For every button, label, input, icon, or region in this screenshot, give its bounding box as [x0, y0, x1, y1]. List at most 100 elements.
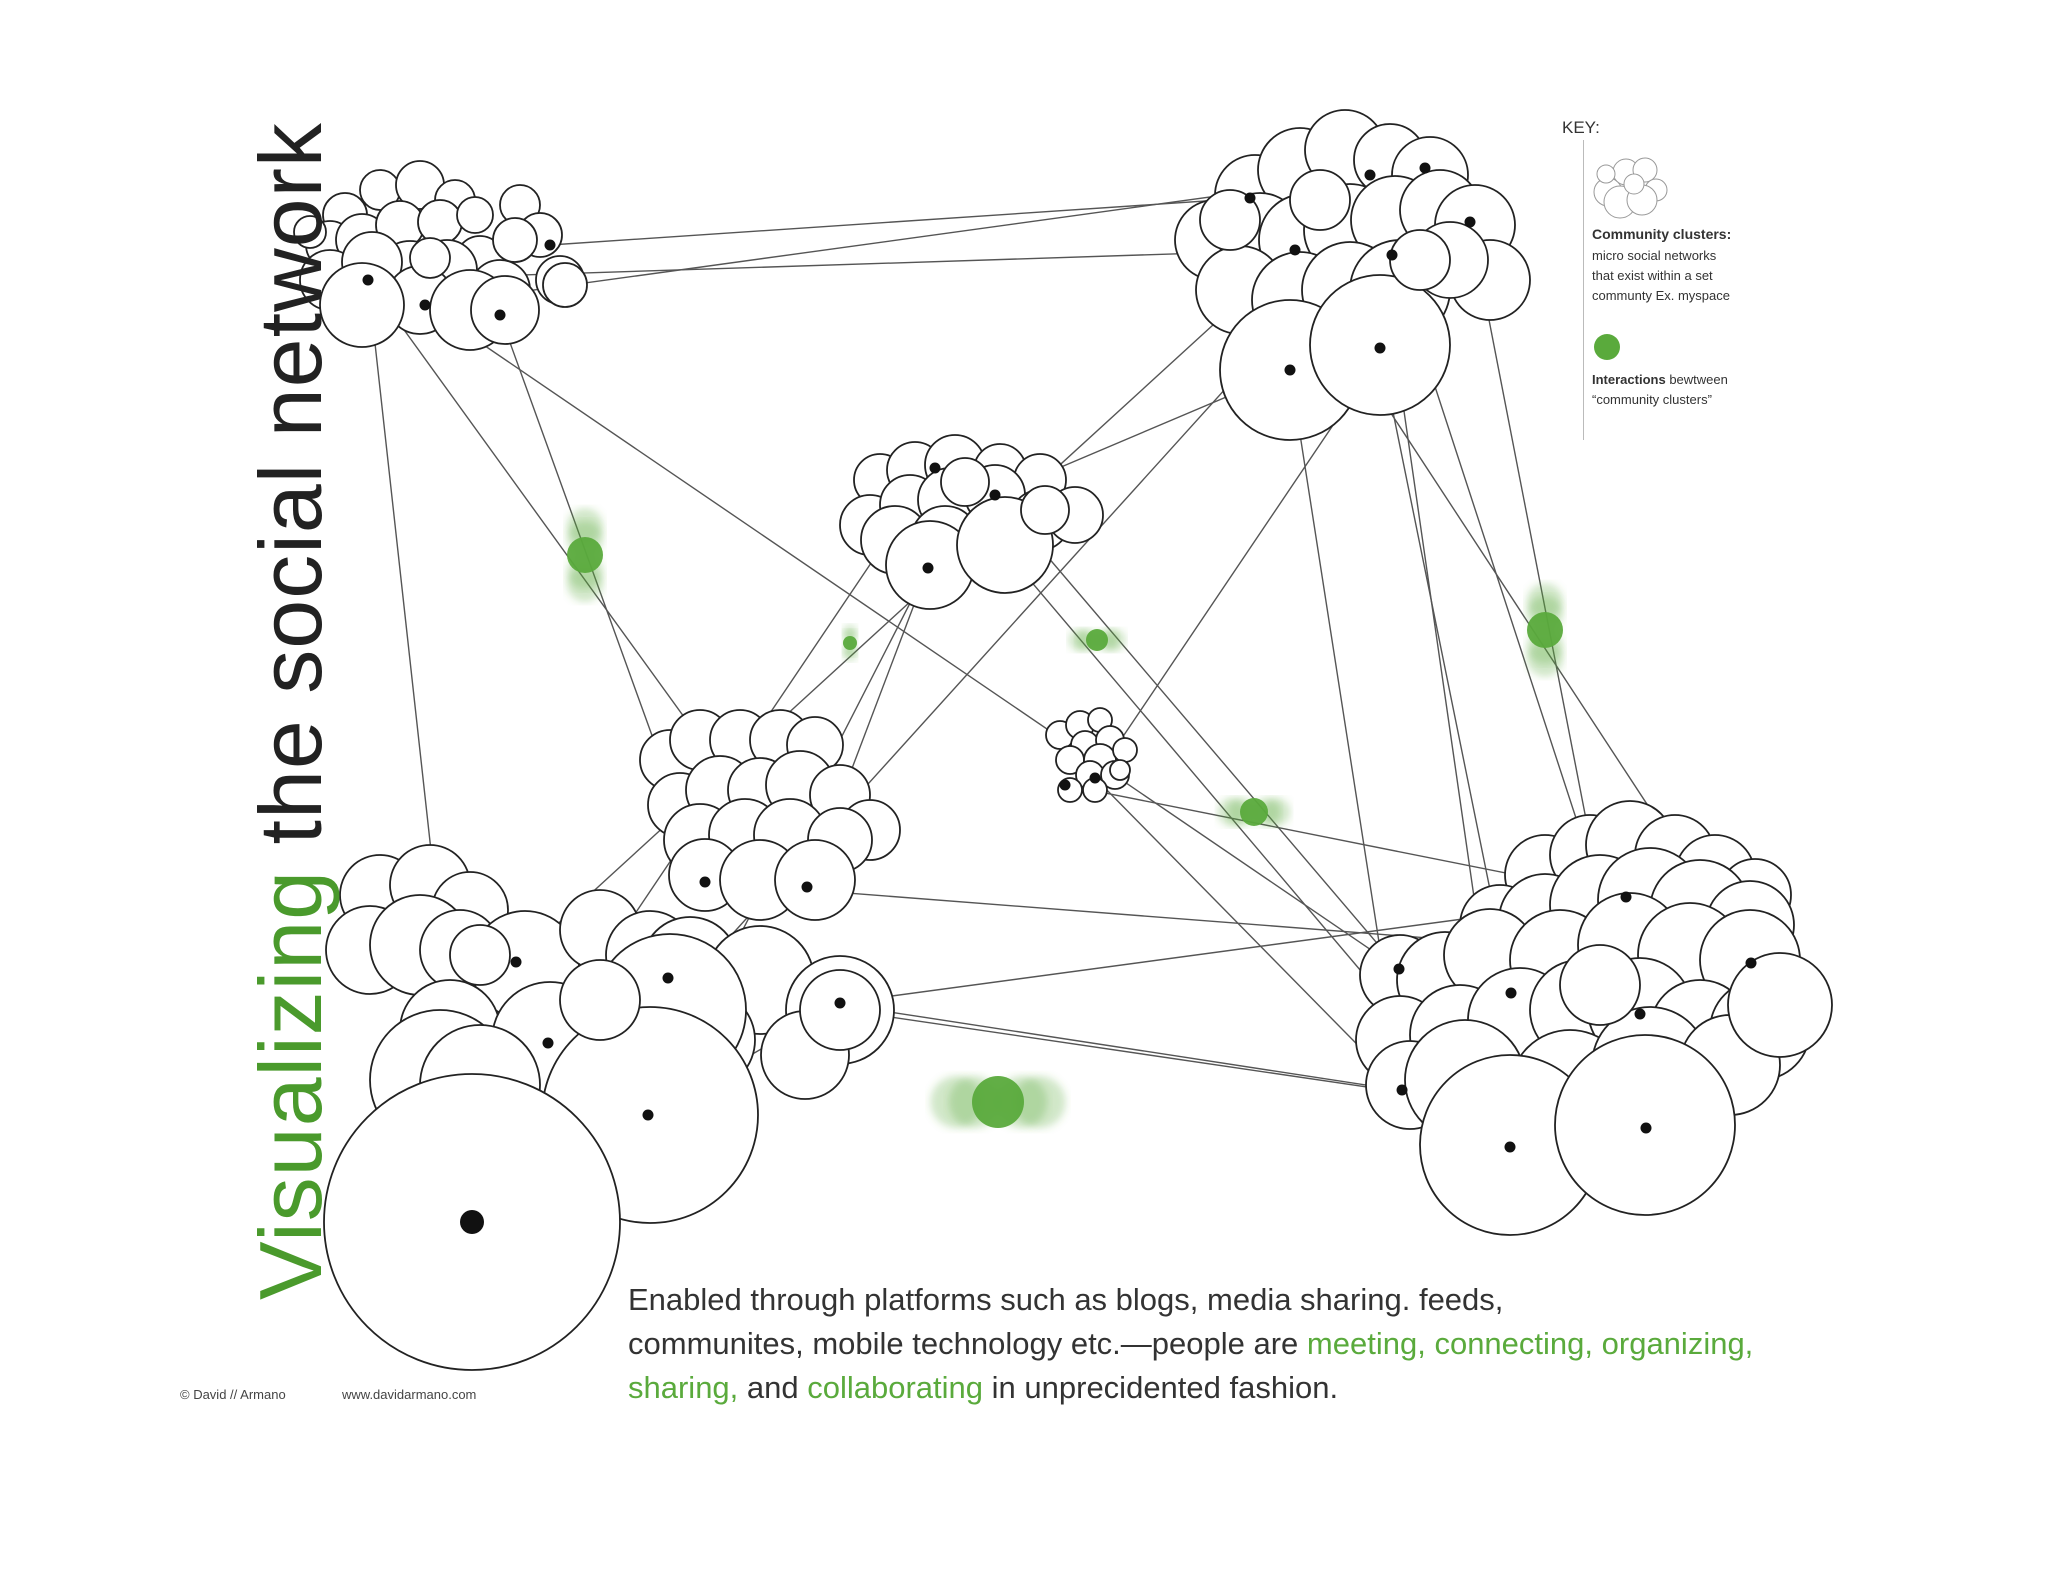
node-q: [1089, 772, 1101, 784]
interaction-glow: [843, 647, 857, 662]
node-o: [922, 562, 934, 574]
caption-organizing: organizing,: [1601, 1326, 1754, 1361]
node-z: [1393, 963, 1405, 975]
interaction-core: [1240, 798, 1268, 826]
node-r: [699, 876, 711, 888]
cluster-6-bubble: [799, 969, 881, 1051]
cluster-4-bubble: [1109, 759, 1131, 781]
title-highlight: Visualizing: [241, 869, 340, 1300]
cluster-1-bubble: [470, 275, 540, 345]
interaction-core: [1527, 612, 1563, 648]
node-i: [1464, 216, 1476, 228]
node-v: [542, 1037, 554, 1049]
node-af: [1504, 1141, 1516, 1153]
caption-text: Enabled through platforms such as blogs,…: [628, 1278, 1868, 1410]
node-g: [1364, 169, 1376, 181]
interaction-legend-dot: [1594, 334, 1620, 360]
interaction-marker-3: [1068, 629, 1126, 651]
cluster-2-bubble: [1389, 229, 1451, 291]
node-p: [1059, 779, 1071, 791]
interaction-core: [1086, 629, 1108, 651]
node-e: [1244, 192, 1256, 204]
interactions-title-rest: bewtween: [1669, 372, 1728, 387]
copyright-credit: © David // Armano: [180, 1387, 286, 1402]
node-u: [662, 972, 674, 984]
caption-line-2-text: communites, mobile technology etc.—peopl…: [628, 1326, 1307, 1361]
interaction-glow: [1013, 1076, 1066, 1128]
interaction-core: [843, 636, 857, 650]
interaction-glow: [567, 565, 603, 602]
link-f-t: [515, 249, 1296, 963]
cluster-1-bubble: [492, 217, 538, 263]
cluster-1-bubble: [417, 199, 463, 245]
key-heading: KEY:: [1562, 118, 1600, 137]
caption-sharing: sharing,: [628, 1370, 739, 1405]
link-b-z: [424, 304, 1400, 970]
community-clusters: [293, 109, 1833, 1371]
legend-key: KEY: Community clusters: micro social ne…: [1562, 118, 1731, 440]
node-s: [801, 881, 813, 893]
link-q-ad: [1094, 777, 1403, 1091]
node-big: [460, 1210, 484, 1234]
caption-collaborating: collaborating: [807, 1370, 984, 1405]
cluster-2-bubble: [1199, 189, 1261, 251]
interaction-glow: [1103, 629, 1126, 651]
caption-line-1: Enabled through platforms such as blogs,…: [628, 1282, 1504, 1317]
node-w: [834, 997, 846, 1009]
node-ab: [1634, 1008, 1646, 1020]
node-f: [1289, 244, 1301, 256]
clusters-title: Community clusters:: [1592, 226, 1732, 242]
node-n: [989, 489, 1001, 501]
interaction-marker-4: [1527, 583, 1563, 677]
cluster-1-bubble: [542, 262, 588, 308]
node-l: [1374, 342, 1386, 354]
node-c: [494, 309, 506, 321]
caption-connecting: connecting,: [1434, 1326, 1594, 1361]
clusters-desc-1: micro social networks: [1592, 248, 1717, 263]
cluster-2-bubble: [1289, 169, 1351, 231]
node-ac: [1745, 957, 1757, 969]
cluster-3-bubble: [1020, 485, 1070, 535]
node-x: [642, 1109, 654, 1121]
cluster-4-bubble: [1112, 737, 1138, 763]
interactions-title-line: Interactions bewtween: [1592, 370, 1728, 390]
node-y: [1620, 891, 1632, 903]
node-j: [1386, 249, 1398, 261]
cluster-6-bubble: [449, 924, 511, 986]
interaction-marker-6: [930, 1076, 1066, 1128]
link-d-e: [549, 197, 1251, 246]
interaction-marker-5: [1217, 798, 1291, 826]
node-k: [1284, 364, 1296, 376]
interaction-glow: [1262, 798, 1291, 826]
interactions-title: Interactions: [1592, 372, 1666, 387]
interaction-marker-1: [567, 508, 603, 602]
interaction-markers: [567, 508, 1563, 1128]
node-b: [419, 299, 431, 311]
cluster-1-bubble: [293, 215, 327, 249]
cluster-5-bubble: [774, 839, 856, 921]
cluster-3-bubble: [940, 457, 990, 507]
interaction-marker-2: [843, 624, 857, 662]
caption-line-2: communites, mobile technology etc.—peopl…: [628, 1322, 1868, 1366]
cluster-1-bubble: [456, 196, 494, 234]
cluster-legend-icon: [1593, 157, 1668, 219]
clusters-desc-2: that exist within a set: [1592, 268, 1713, 283]
node-ad: [1396, 1084, 1408, 1096]
node-t: [510, 956, 522, 968]
cluster-1-bubble: [319, 262, 405, 348]
clusters-desc-3: communty Ex. myspace: [1592, 288, 1730, 303]
node-h: [1419, 162, 1431, 174]
caption-and: and: [738, 1370, 808, 1405]
key-divider: [1583, 140, 1584, 440]
link-n-z: [994, 494, 1400, 970]
interaction-core: [567, 537, 603, 573]
title-rest: the social network: [241, 122, 340, 845]
caption-line-3: sharing, and collaborating in unpreciden…: [628, 1366, 1868, 1410]
node-ae: [1640, 1122, 1652, 1134]
link-l-aa: [1379, 347, 1512, 994]
caption-line-3-rest: in unprecidented fashion.: [983, 1370, 1339, 1405]
cluster-6-bubble: [559, 959, 641, 1041]
node-aa: [1505, 987, 1517, 999]
author-url: www.davidarmano.com: [342, 1387, 477, 1402]
